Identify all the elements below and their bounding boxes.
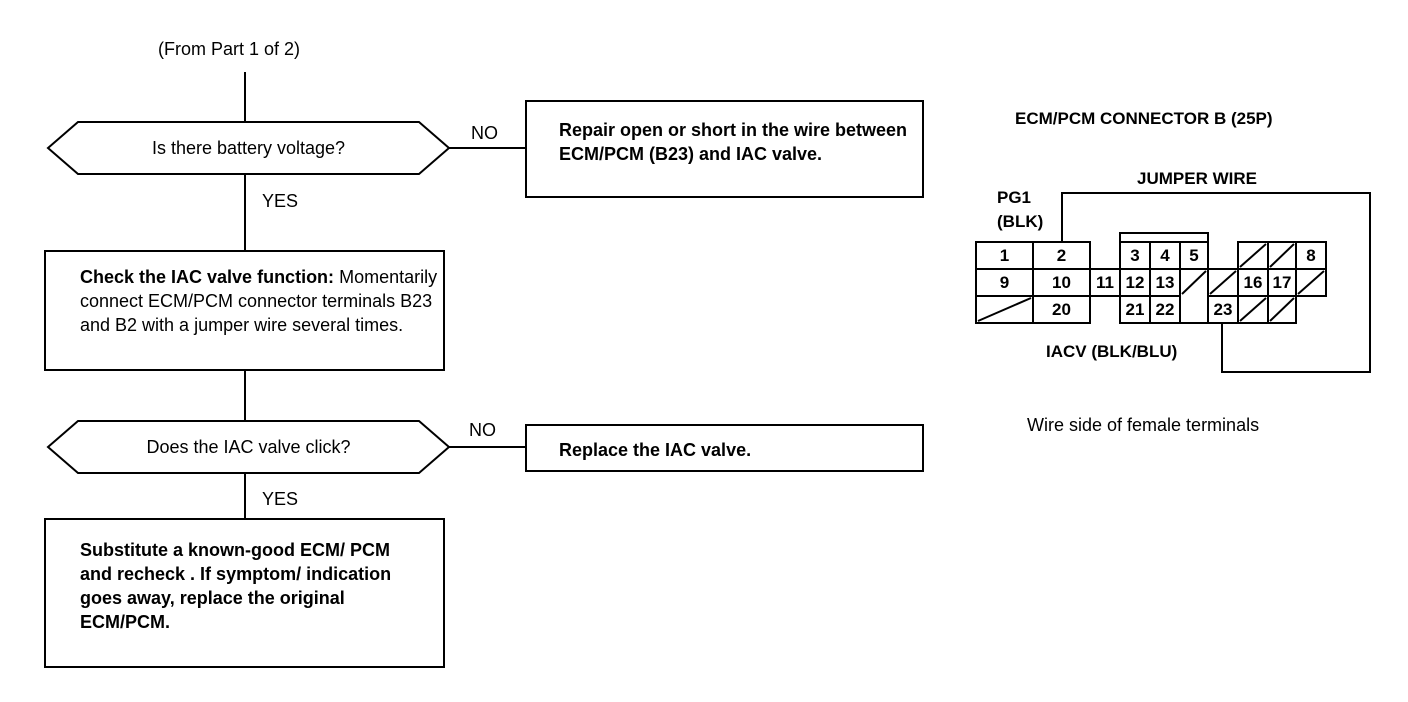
terminal-12: 12 [1125,273,1145,292]
jumper-wire-line [1061,192,1371,373]
terminal-3: 3 [1130,246,1140,265]
terminal-23: 23 [1213,300,1233,319]
connector-title: ECM/PCM CONNECTOR B (25P) [1015,109,1273,128]
connector-caption: Wire side of female terminals [1027,415,1260,435]
terminal-21: 21 [1125,300,1145,319]
connector-diagram [975,192,1371,373]
replace-iac-box: Replace the IAC valve. [525,424,924,472]
decision-shape-click [46,420,451,474]
terminal-13: 13 [1155,273,1175,292]
terminal-11: 11 [1096,273,1114,292]
question-iac-click: Does the IAC valve click? [146,437,351,457]
substitute-ecm-text: Substitute a known-good ECM/ PCM and rec… [80,540,392,632]
yes-label-2: YES [262,489,299,509]
terminal-10: 10 [1052,273,1071,292]
no-label-2: NO [469,420,496,440]
terminal-9: 9 [999,273,1010,292]
iacv-label: IACV (BLK/BLU) [1046,342,1178,361]
yes-label-1: YES [262,191,299,211]
terminal-1: 1 [999,246,1010,265]
check-iac-box: Check the IAC valve function: Momentaril… [44,250,445,371]
terminal-8: 8 [1306,246,1316,265]
replace-iac-text: Replace the IAC valve. [559,440,752,460]
terminal-5: 5 [1189,246,1199,265]
terminal-16: 16 [1243,273,1263,292]
jumper-wire-label: JUMPER WIRE [1137,169,1257,188]
decision-shape-battery [46,121,451,175]
pg1-label: PG1 [997,188,1032,207]
check-iac-title: Check the IAC valve function: [80,267,335,287]
terminal-4: 4 [1160,246,1170,265]
repair-wire-text: Repair open or short in the wire between… [559,120,908,164]
no-label-1: NO [471,123,498,143]
pg1-color-label: (BLK) [997,212,1044,231]
terminal-22: 22 [1155,300,1175,319]
terminal-2: 2 [1056,246,1067,265]
terminal-17: 17 [1272,273,1292,292]
substitute-ecm-box: Substitute a known-good ECM/ PCM and rec… [44,518,445,668]
check-iac-body: Momentarily connect ECM/PCM connector te… [80,267,438,335]
question-battery-voltage: Is there battery voltage? [151,138,346,158]
terminal-20: 20 [1052,300,1071,319]
from-part-label: (From Part 1 of 2) [158,39,301,59]
repair-wire-box: Repair open or short in the wire between… [525,100,924,198]
check-iac-text: Check the IAC valve function: Momentaril… [80,265,440,337]
